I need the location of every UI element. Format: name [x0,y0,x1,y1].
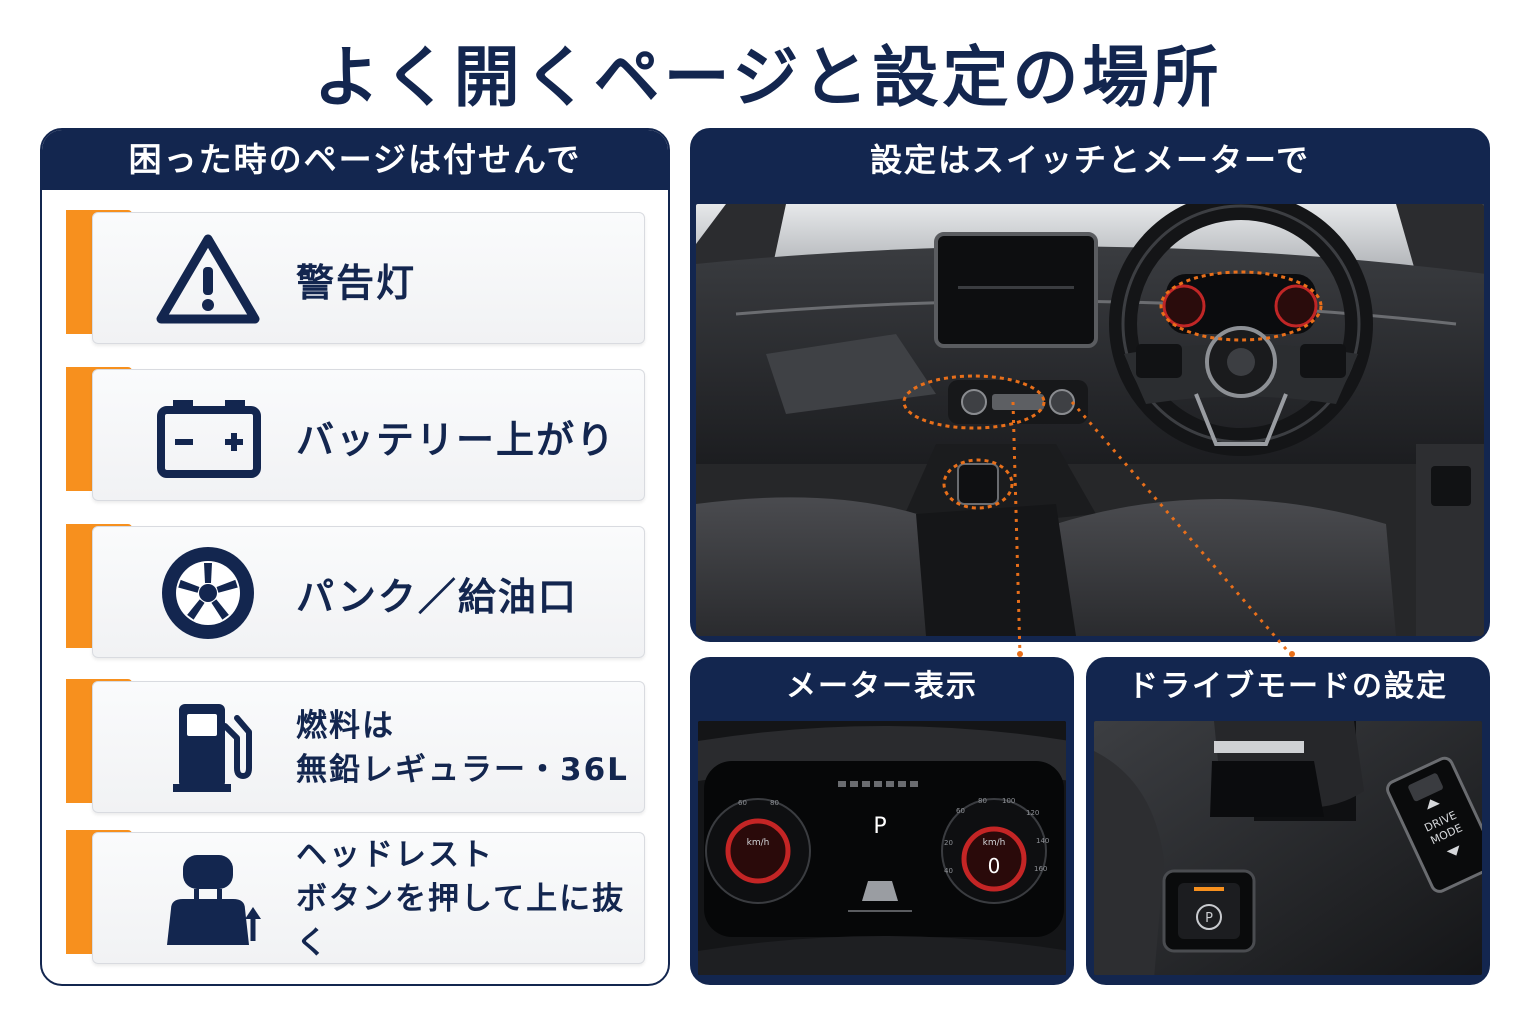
card-label: バッテリー上がり [296,417,617,462]
card-label: ヘッドレスト ボタンを押して上に抜く [296,833,644,965]
page-card-flat-tire-fuel-door[interactable]: パンク／給油口 [92,526,645,658]
meter-panel-header: メーター表示 [692,659,1072,715]
meter-tick: 120 [1026,809,1039,817]
warning-triangle-icon [156,234,260,324]
meter-tick: 60 [956,807,965,815]
page-card-warning-lights[interactable]: 警告灯 [92,212,645,344]
meter-photo: km/h km/h 0 P 60 80 100 120 140 160 20 4… [698,721,1066,975]
troubleshooting-pages-panel: 困った時のページは付せんで 警告灯 バッテリー上がり [40,128,670,986]
page-card-fuel-info[interactable]: 燃料は 無鉛レギュラー・36L [92,681,645,813]
interior-photo [696,204,1484,636]
meter-speed-unit-right: km/h [983,838,1006,848]
meter-tick: 40 [944,867,953,875]
fuel-pump-icon [173,704,252,792]
meter-display-panel: メーター表示 km/h km/h 0 P 60 80 100 120 140 1… [690,657,1074,985]
card-label: 警告灯 [296,260,417,305]
meter-tick: 60 [738,799,747,807]
card-label-line2: 無鉛レギュラー・36L [296,752,629,788]
tire-icon [162,547,254,639]
page-title: よく開くページと設定の場所 [313,39,1223,116]
meter-tick: 160 [1034,865,1047,873]
meter-speed-unit: km/h [747,838,770,848]
card-label-line1: ヘッドレスト [296,837,494,873]
interior-overview-panel: 設定はスイッチとメーターで [690,128,1490,642]
card-label-line2: ボタンを押して上に抜く [296,881,626,961]
meter-speed-value: 0 [988,854,1001,878]
meter-tick: 140 [1036,837,1049,845]
drive-mode-illustration: P DRIVE MODE [1094,721,1482,975]
meter-gear-indicator: P [873,814,886,839]
card-label-line1: 燃料は [296,708,395,744]
card-label: パンク／給油口 [296,574,578,619]
battery-icon [157,400,261,478]
troubleshooting-panel-header: 困った時のページは付せんで [42,130,668,190]
meter-tick: 100 [1002,797,1015,805]
interior-panel-header: 設定はスイッチとメーターで [692,130,1488,190]
meter-tick: 20 [944,839,953,847]
meter-tick: 80 [978,797,987,805]
car-interior-illustration [696,204,1484,636]
meter-cluster-illustration: km/h km/h 0 P 60 80 100 120 140 160 20 4… [698,721,1066,975]
drive-mode-panel-header: ドライブモードの設定 [1088,659,1488,715]
meter-tick: 80 [770,799,779,807]
page-card-headrest[interactable]: ヘッドレスト ボタンを押して上に抜く [92,832,645,964]
drive-mode-panel: ドライブモードの設定 P DRIVE MODE [1086,657,1490,985]
parking-brake-label: P [1205,911,1213,926]
page-card-dead-battery[interactable]: バッテリー上がり [92,369,645,501]
card-label: 燃料は 無鉛レギュラー・36L [296,682,629,814]
headrest-icon [167,855,261,945]
drive-mode-photo: P DRIVE MODE [1094,721,1482,975]
